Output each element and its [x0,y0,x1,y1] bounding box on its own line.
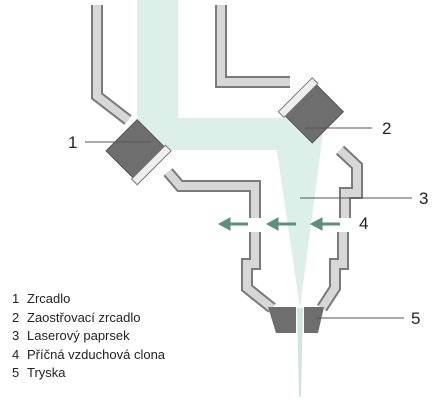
mirror-1 [105,119,172,186]
callout-1: 1 [68,133,77,152]
nozzle-tip-right [304,307,324,333]
laser-beam-focused [272,118,325,308]
legend-number: 5 [12,365,20,380]
legend-number: 3 [12,328,20,343]
callout-3: 3 [419,189,428,208]
legend-text: Zrcadlo [27,291,71,306]
legend-item: 2 Zaostřovací zrcadlo [12,309,165,328]
legend-item: 3 Laserový paprsek [12,327,165,346]
leader-lines [85,127,412,319]
legend-item: 1 Zrcadlo [12,290,165,309]
air-arrow-3 [309,217,323,231]
housing [91,5,363,313]
legend-text: Tryska [27,365,66,380]
laser-beam-horizontal [137,118,310,150]
legend-number: 2 [12,309,20,325]
legend-number: 1 [12,291,20,306]
legend-text: Laserový paprsek [27,328,130,343]
air-knife-arrows [217,217,340,231]
callout-5: 5 [411,309,420,328]
air-arrow-2 [265,217,279,231]
legend-number: 4 [12,346,20,362]
legend-text: Zaostřovací zrcadlo [27,309,141,325]
air-arrow-1 [217,217,231,231]
laser-beam-inlet [137,0,178,118]
callout-4: 4 [359,214,368,233]
legend-item: 5 Tryska [12,364,165,383]
mirror-2-face [277,77,319,119]
mirror-1-face [130,144,172,186]
legend-text: Příčná vzduchová clona [27,346,166,362]
mirror-2 [277,77,345,144]
nozzle-tip-left [268,307,296,333]
callout-2: 2 [382,119,391,138]
laser-beam-exit [297,308,303,397]
legend: 1 Zrcadlo 2 Zaostřovací zrcadlo 3 Laserový … [12,290,165,383]
legend-item: 4 Příčná vzduchová clona [12,346,165,365]
